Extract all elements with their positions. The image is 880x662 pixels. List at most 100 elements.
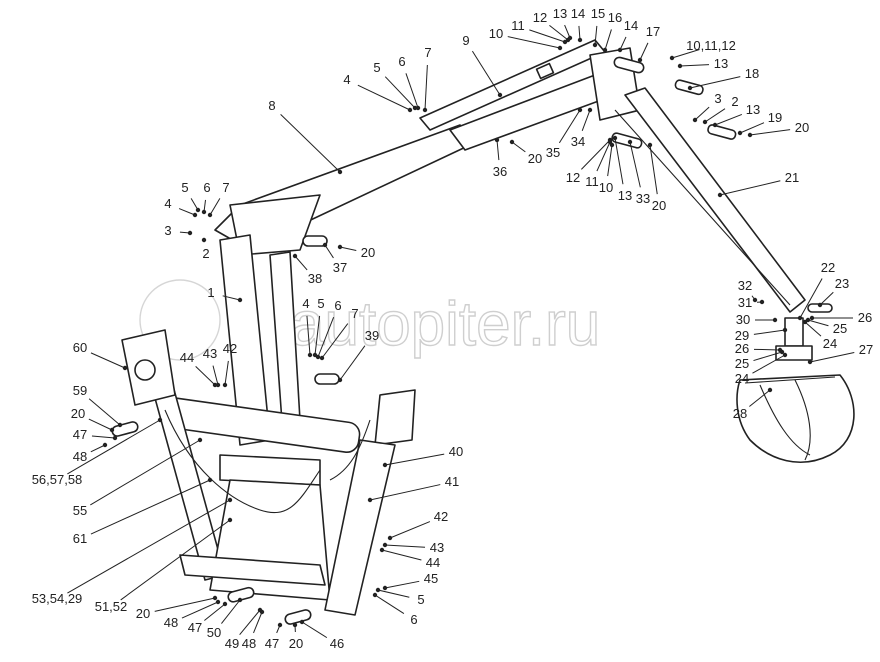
part-label: 47 bbox=[265, 636, 279, 651]
leader-line bbox=[91, 435, 116, 439]
fastener-dot bbox=[637, 57, 643, 63]
cylinder-collar bbox=[535, 62, 555, 80]
rotator bbox=[784, 317, 804, 347]
leader-line bbox=[222, 295, 241, 301]
leader-line bbox=[809, 352, 855, 363]
part-label: 14 bbox=[571, 6, 585, 21]
part-label: 10,11,12 bbox=[686, 38, 736, 53]
part-label: 15 bbox=[591, 6, 605, 21]
leader-line bbox=[604, 29, 612, 51]
fastener-dot bbox=[752, 297, 758, 303]
fastener-dot bbox=[112, 435, 118, 441]
fastener-dot bbox=[292, 622, 298, 628]
fastener-dot bbox=[602, 47, 608, 53]
fastener-dot bbox=[779, 349, 785, 355]
part-label: 41 bbox=[445, 474, 459, 489]
part-label: 29 bbox=[735, 328, 749, 343]
leader-line bbox=[88, 418, 113, 431]
leader-line bbox=[339, 345, 366, 381]
part-label: 13 bbox=[553, 6, 567, 21]
leader-line bbox=[671, 49, 700, 59]
part-label: 47 bbox=[73, 427, 87, 442]
leader-line bbox=[321, 323, 349, 359]
leader-line bbox=[807, 319, 829, 327]
leader-line bbox=[607, 144, 613, 177]
part-label: 6 bbox=[203, 180, 210, 195]
part-label: 3 bbox=[714, 91, 721, 106]
fastener-dot bbox=[747, 132, 753, 138]
fastener-dot bbox=[382, 585, 388, 591]
leader-line bbox=[384, 453, 445, 466]
fastener-dot bbox=[567, 35, 573, 41]
leader-line bbox=[619, 36, 627, 51]
part-label: 43 bbox=[430, 540, 444, 555]
fastener-dot bbox=[277, 622, 283, 628]
fastener-dot bbox=[157, 417, 163, 423]
part-label: 20 bbox=[289, 636, 303, 651]
loader-crane-drawing bbox=[111, 39, 855, 625]
fastener-dot bbox=[687, 85, 693, 91]
leader-line bbox=[594, 25, 598, 46]
fastener-dot bbox=[627, 139, 633, 145]
part-label: 44 bbox=[426, 555, 440, 570]
part-label: 2 bbox=[731, 94, 738, 109]
fastener-dot bbox=[647, 142, 653, 148]
watermark: autopiter.ru bbox=[139, 279, 601, 361]
part-label: 42 bbox=[223, 341, 237, 356]
stabilizer-pad-right bbox=[374, 389, 416, 446]
leader-line bbox=[357, 84, 411, 111]
fastener-dot bbox=[797, 315, 803, 321]
fastener-dot bbox=[382, 462, 388, 468]
part-label: 48 bbox=[164, 615, 178, 630]
watermark-text: autopiter.ru bbox=[290, 290, 600, 359]
part-label: 24 bbox=[735, 371, 749, 386]
part-label: 50 bbox=[207, 625, 221, 640]
fastener-dot bbox=[215, 599, 221, 605]
part-label: 25 bbox=[833, 321, 847, 336]
part-label: 10 bbox=[599, 180, 613, 195]
fastener-dot bbox=[702, 119, 708, 125]
fastener-dot bbox=[187, 230, 193, 236]
part-label: 40 bbox=[449, 444, 463, 459]
part-label: 30 bbox=[736, 312, 750, 327]
leader-line bbox=[221, 599, 241, 624]
part-label: 59 bbox=[73, 383, 87, 398]
part-label: 33 bbox=[636, 191, 650, 206]
leader-line bbox=[209, 198, 221, 216]
part-label: 61 bbox=[73, 531, 87, 546]
leader-line bbox=[424, 64, 428, 111]
stabilizer-leg bbox=[324, 439, 396, 616]
fastener-dot bbox=[415, 105, 421, 111]
fastener-dot bbox=[372, 592, 378, 598]
part-label: 45 bbox=[424, 571, 438, 586]
part-label: 28 bbox=[733, 406, 747, 421]
fastener-dot bbox=[292, 253, 298, 259]
fastener-dot bbox=[207, 212, 213, 218]
leader-line bbox=[384, 76, 416, 109]
leader-line bbox=[596, 141, 611, 172]
part-label: 13 bbox=[618, 188, 632, 203]
leader-line bbox=[753, 329, 786, 335]
part-label: 51,52 bbox=[95, 599, 128, 614]
leader-line bbox=[629, 141, 641, 188]
fastener-dot bbox=[407, 107, 413, 113]
fastener-dot bbox=[259, 609, 265, 615]
fastener-dot bbox=[387, 535, 393, 541]
fastener-dot bbox=[802, 319, 808, 325]
fastener-dot bbox=[237, 297, 243, 303]
fastener-dot bbox=[382, 542, 388, 548]
fastener-dot bbox=[577, 37, 583, 43]
leader-line bbox=[564, 24, 571, 39]
fastener-dot bbox=[612, 135, 618, 141]
part-label: 6 bbox=[410, 612, 417, 627]
part-label: 6 bbox=[398, 54, 405, 69]
fastener-dot bbox=[197, 437, 203, 443]
leader-line bbox=[471, 50, 501, 96]
part-label: 26 bbox=[735, 341, 749, 356]
fastener-dot bbox=[367, 497, 373, 503]
fastener-dot bbox=[319, 355, 325, 361]
part-label: 20 bbox=[71, 406, 85, 421]
leader-line bbox=[549, 25, 569, 41]
leader-line bbox=[90, 439, 201, 506]
